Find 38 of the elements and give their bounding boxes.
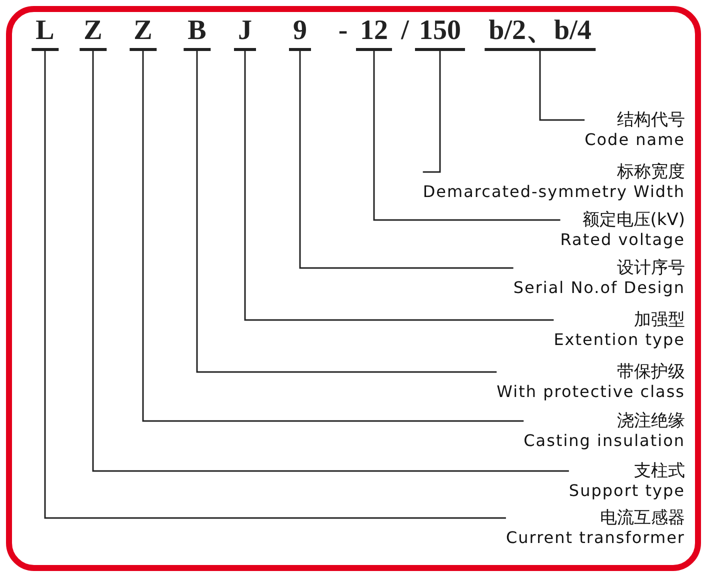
code-letter: J <box>234 14 256 51</box>
chinese-description: 加强型 <box>633 310 685 330</box>
chinese-description: 标称宽度 <box>616 162 685 182</box>
english-description: Extention type <box>554 330 685 350</box>
leader-line <box>299 51 514 269</box>
chinese-description: 支柱式 <box>633 461 685 481</box>
leader-line <box>539 51 585 121</box>
chinese-description: 结构代号 <box>616 110 685 130</box>
leader-line <box>422 51 441 173</box>
code-letter: 150 <box>415 14 465 51</box>
english-description: Code name <box>584 130 685 150</box>
code-letter: Z <box>130 14 156 51</box>
leader-line <box>92 51 569 472</box>
code-letter: L <box>32 14 58 51</box>
code-letter: Z <box>80 14 106 51</box>
english-description: Current transformer <box>506 528 685 548</box>
code-letter: 12 <box>356 14 392 51</box>
chinese-description: 电流互感器 <box>599 508 685 528</box>
english-description: Demarcated-symmetry Width <box>422 182 685 202</box>
leader-line <box>196 51 497 373</box>
separator-symbol: / <box>401 14 409 48</box>
leader-line <box>244 51 554 321</box>
english-description: Rated voltage <box>560 230 685 250</box>
english-description: Serial No.of Design <box>513 278 685 298</box>
code-letter: B <box>184 14 210 51</box>
english-description: With protective class <box>496 382 685 402</box>
leader-line <box>373 51 560 221</box>
chinese-description: 带保护级 <box>616 362 685 382</box>
code-letter: 9 <box>289 14 311 51</box>
code-letter: b/2、b/4 <box>484 14 596 51</box>
chinese-description: 浇注绝缘 <box>616 411 685 431</box>
chinese-description: 额定电压(kV) <box>581 210 685 230</box>
english-description: Support type <box>568 481 685 501</box>
leader-line <box>44 51 506 519</box>
english-description: Casting insulation <box>524 431 685 451</box>
separator-symbol: - <box>338 14 348 48</box>
leader-line <box>142 51 524 422</box>
chinese-description: 设计序号 <box>616 258 685 278</box>
